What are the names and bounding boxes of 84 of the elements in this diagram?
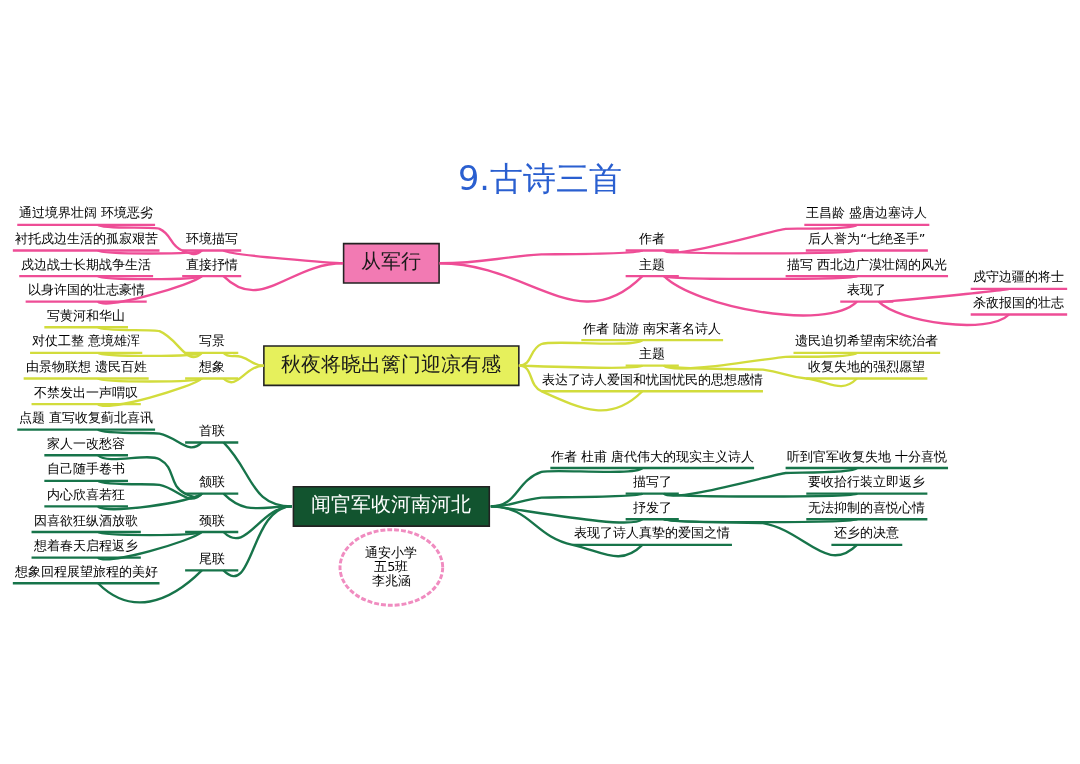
node-text: 想象回程展望旅程的美好 — [14, 563, 158, 579]
node-text: 想象 — [198, 358, 225, 374]
node-text: 戍守边疆的将士 — [973, 269, 1065, 285]
connector — [97, 569, 203, 604]
node-text: 主题 — [639, 256, 666, 272]
connector — [97, 377, 203, 407]
connector — [97, 326, 203, 359]
node-box: 闻官军收河南河北 — [292, 485, 491, 527]
connector — [222, 351, 264, 367]
node-text: 颔联 — [198, 474, 225, 490]
node-text: 对仗工整 意境雄浑 — [32, 333, 141, 349]
connector — [663, 518, 858, 557]
node-text: 作者 — [639, 231, 666, 247]
node-text: 尾联 — [198, 550, 225, 566]
node-text: 表达了诗人爱国和忧国忧民的思想感情 — [541, 371, 763, 387]
connector — [97, 275, 203, 305]
connector — [878, 287, 1010, 303]
connector — [518, 364, 644, 412]
node-text: 王昌龄 盛唐边塞诗人 — [806, 205, 928, 221]
node-text: 因喜欲狂纵酒放歌 — [34, 512, 139, 528]
node-text: 自己随手卷书 — [47, 461, 126, 477]
connector — [97, 351, 203, 358]
node-text: 首联 — [198, 422, 225, 438]
connector — [97, 492, 203, 511]
node-text: 描写了 — [632, 474, 672, 490]
node-text: 表现了诗人真挚的爱国之情 — [574, 525, 731, 541]
connector — [877, 300, 1010, 327]
connector — [97, 223, 203, 256]
node-text: 衬托戍边生活的孤寂艰苦 — [14, 231, 158, 247]
node-text: 收复失地的强烈愿望 — [808, 358, 926, 374]
connector — [518, 339, 643, 367]
node-ellipse: 通安小学 五5班 李兆涵 — [338, 528, 445, 607]
node-text: 主题 — [639, 346, 666, 362]
node-text: 环境描写 — [185, 231, 238, 247]
node-text: 抒发了 — [632, 499, 672, 515]
node-text: 由景物联想 遗民百姓 — [25, 358, 147, 374]
node-box: 秋夜将晓出篱门迎凉有感 — [263, 345, 520, 387]
connector — [97, 454, 203, 498]
node-text: 无法抑制的喜悦心情 — [808, 499, 926, 515]
connector — [663, 351, 858, 370]
node-text: 写黄河和华山 — [47, 307, 126, 323]
node-text: 以身许国的壮志豪情 — [27, 282, 145, 298]
connector — [222, 262, 344, 292]
node-text: 直接抒情 — [185, 256, 238, 272]
node-text: 表现了 — [847, 282, 887, 298]
connector — [97, 249, 203, 255]
connector — [222, 505, 293, 577]
node-text: 还乡的决意 — [834, 525, 900, 541]
node-text: 不禁发出一声喟叹 — [34, 384, 139, 400]
node-text: 颈联 — [198, 512, 225, 528]
connector — [490, 505, 644, 558]
node-text: 写景 — [198, 333, 225, 349]
connector — [222, 364, 264, 384]
connector — [97, 274, 203, 281]
node-text: 听到官军收复失地 十分喜悦 — [786, 448, 947, 464]
node-text: 想着春天启程返乡 — [34, 538, 139, 554]
connector — [663, 467, 858, 497]
node-box: 从军行 — [342, 242, 440, 284]
connector — [663, 223, 858, 254]
node-text: 描写 西北边广漠壮阔的风光 — [786, 256, 947, 272]
connector — [663, 275, 858, 317]
diagram-title: 9.古诗三首 — [458, 158, 622, 198]
connector — [439, 262, 644, 303]
node-text: 要收拾行装立即返乡 — [808, 474, 926, 490]
node-text: 作者 杜甫 唐代伟大的现实主义诗人 — [550, 448, 754, 464]
node-text: 遗民迫切希望南宋统治者 — [795, 333, 939, 349]
connector — [97, 479, 203, 500]
connector — [518, 364, 643, 369]
node-text: 家人一改愁容 — [47, 435, 126, 451]
connector — [97, 530, 203, 537]
node-text: 内心欣喜若狂 — [47, 486, 126, 502]
node-text: 杀敌报国的壮志 — [973, 295, 1065, 310]
connector — [663, 249, 858, 255]
connector — [97, 428, 203, 449]
connector — [663, 274, 858, 281]
node-text: 点题 直写收复蓟北喜讯 — [19, 410, 154, 426]
connector — [663, 364, 858, 388]
node-text: 戍边战士长期战争生活 — [21, 256, 152, 272]
node-text: 作者 陆游 南宋著名诗人 — [583, 320, 722, 336]
connector — [97, 377, 203, 383]
connector — [663, 492, 858, 498]
node-text: 通过境界壮阔 环境恶劣 — [19, 205, 154, 221]
node-text: 后人誉为“七绝圣手” — [808, 231, 926, 247]
connector — [97, 531, 203, 561]
